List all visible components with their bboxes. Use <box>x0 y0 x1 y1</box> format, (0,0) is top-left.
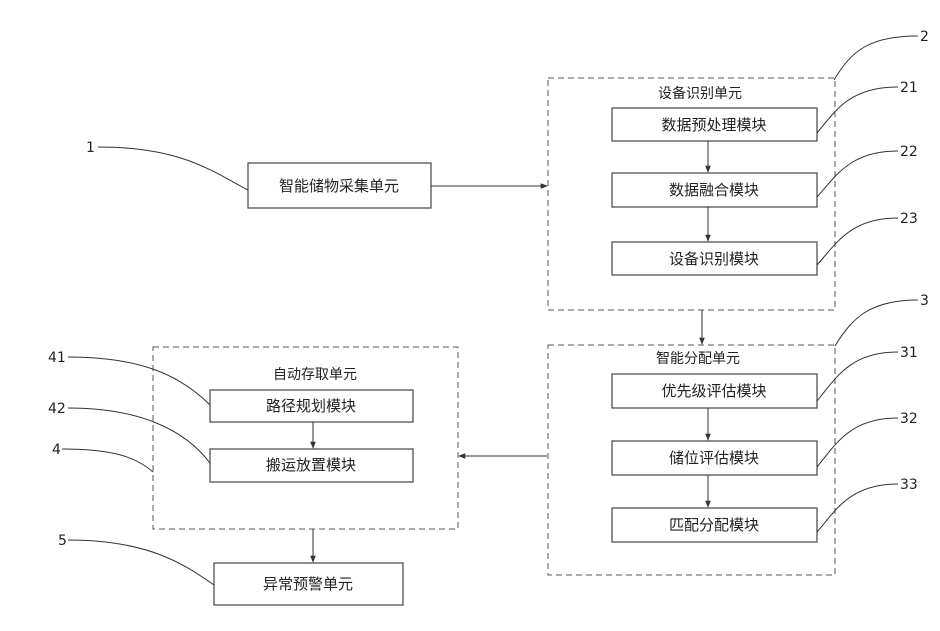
matching-allocation-module-label: 匹配分配模块 <box>669 516 759 534</box>
handling-placement-module-label: 搬运放置模块 <box>266 456 356 474</box>
ref-23: 23 <box>900 211 918 227</box>
ref-4: 4 <box>52 442 61 458</box>
leader-5 <box>68 540 214 585</box>
leader-1 <box>98 147 248 190</box>
data-fusion-module-label: 数据融合模块 <box>669 181 759 199</box>
ref-22: 22 <box>900 144 918 160</box>
ref-21: 21 <box>900 80 918 96</box>
ref-41: 41 <box>48 350 66 366</box>
ref-3: 3 <box>920 293 929 309</box>
leader-41 <box>68 357 210 405</box>
ref-2: 2 <box>920 29 929 45</box>
smart-allocation-unit-label: 智能分配单元 <box>656 351 740 367</box>
leader-32 <box>817 418 898 467</box>
ref-33: 33 <box>900 477 918 493</box>
slot-evaluation-module-label: 储位评估模块 <box>669 449 759 467</box>
leader-22 <box>817 151 898 197</box>
ref-31: 31 <box>900 345 918 361</box>
auto-storage-retrieval-unit-label: 自动存取单元 <box>273 367 357 383</box>
leader-33 <box>817 484 898 532</box>
leader-23 <box>817 218 898 265</box>
leader-42 <box>68 408 210 463</box>
leader-4 <box>62 449 153 472</box>
leader-31 <box>817 352 898 401</box>
ref-1: 1 <box>86 140 95 156</box>
ref-5: 5 <box>58 533 67 549</box>
device-recognition-unit-label: 设备识别单元 <box>658 85 742 102</box>
device-recognition-module-label: 设备识别模块 <box>669 250 759 268</box>
leader-21 <box>817 87 898 133</box>
ref-32: 32 <box>900 411 918 427</box>
leader-3 <box>835 300 918 346</box>
path-planning-module-label: 路径规划模块 <box>266 397 356 415</box>
priority-evaluation-module-label: 优先级评估模块 <box>661 382 766 400</box>
leader-2 <box>834 36 918 80</box>
smart-storage-collection-unit-label: 智能储物采集单元 <box>279 177 399 195</box>
ref-42: 42 <box>48 401 66 417</box>
data-preprocessing-module-label: 数据预处理模块 <box>661 116 766 134</box>
anomaly-warning-unit-label: 异常预警单元 <box>263 575 353 593</box>
